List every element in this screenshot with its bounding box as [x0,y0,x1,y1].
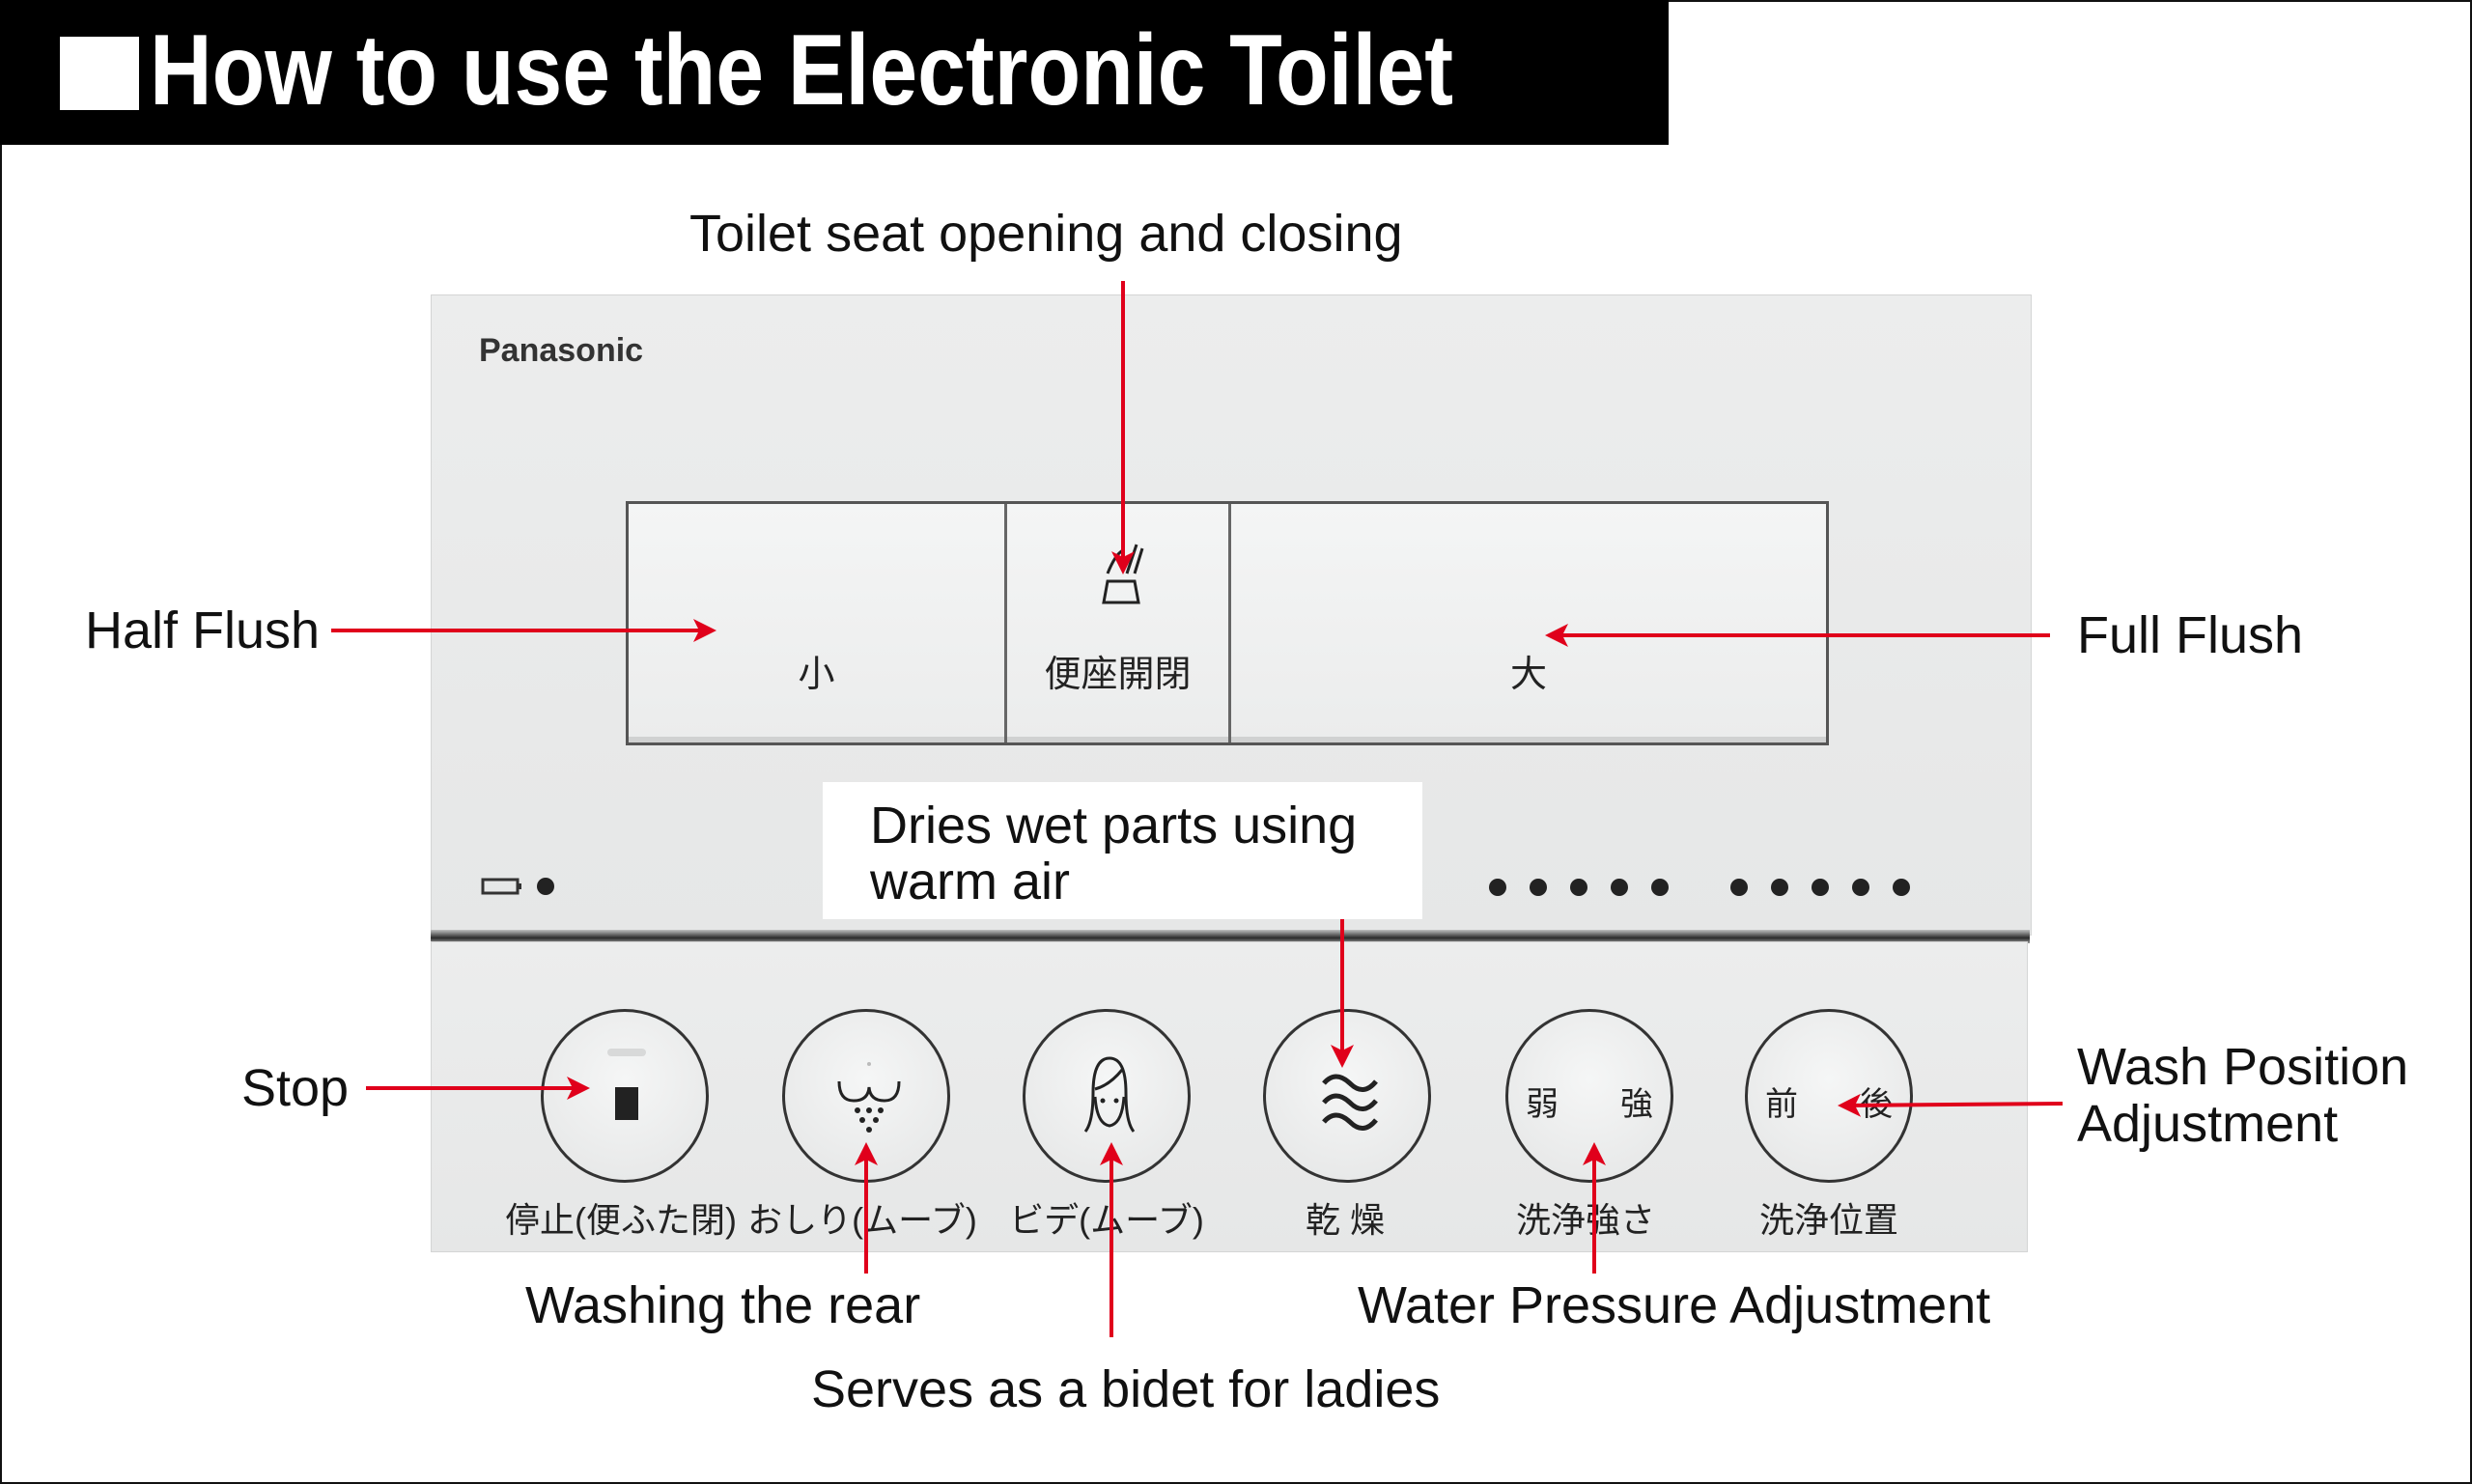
rear-wash-icon [837,1062,901,1133]
washing-rear-annotation: Washing the rear [525,1276,921,1334]
pressure-weak-label: 弱 [1526,1086,1559,1123]
level-dot [1812,879,1829,896]
bidet-button-label: ビデ(ムーブ) [1009,1200,1204,1240]
full-flush-button[interactable]: 大 [1231,504,1826,742]
dry-annotation-box: Dries wet parts using warm air [823,782,1422,919]
seat-annotation: Toilet seat opening and closing [689,205,1403,263]
title-square-icon [60,37,139,110]
full-flush-label: 大 [1509,655,1547,695]
pressure-strong-label: 強 [1620,1086,1653,1123]
bidet-icon [1083,1056,1136,1133]
half-flush-label: 小 [798,655,835,695]
flush-button-group: 小 便座開閉 大 [626,501,1829,745]
wash-position-button-label: 洗浄位置 [1758,1200,1898,1240]
title-bar: How to use the Electronic Toilet [0,0,1669,145]
level-dot [1651,879,1669,896]
bidet-annotation: Serves as a bidet for ladies [811,1360,1441,1418]
level-dot [1893,879,1910,896]
dry-annotation-line2: warm air [870,853,1071,910]
rear-wash-button-label: おしり(ムーブ) [747,1200,977,1240]
wash-position-arrow [1838,1093,2064,1117]
half-flush-annotation: Half Flush [85,602,321,659]
stop-button-label: 停止(便ふた閉) [505,1200,737,1240]
level-dot [1730,879,1748,896]
level-dot [1611,879,1628,896]
brand-logo: Panasonic [479,332,644,369]
page-title: How to use the Electronic Toilet [150,14,1454,126]
level-dot [1771,879,1788,896]
battery-icon [481,878,521,895]
wash-position-annotation-line2: Adjustment [2077,1095,2339,1153]
stop-annotation: Stop [241,1059,350,1117]
position-front-label: 前 [1765,1086,1798,1123]
wash-position-annotation-line1: Wash Position [2077,1038,2409,1096]
dry-button[interactable] [1263,1009,1431,1183]
level-dot [1852,879,1869,896]
level-dot [1489,879,1506,896]
stop-icon [607,1049,646,1120]
dry-wave-icon [1322,1074,1378,1131]
dry-annotation-line1: Dries wet parts using [870,797,1358,854]
seat-open-close-label: 便座開閉 [1044,655,1192,695]
seat-open-close-button[interactable]: 便座開閉 [1007,504,1231,742]
status-indicator-dot [537,878,554,895]
water-pressure-annotation: Water Pressure Adjustment [1358,1276,1991,1334]
level-dot [1570,879,1587,896]
panel-gap [431,930,2030,943]
stop-button[interactable] [541,1009,709,1183]
dry-button-label: 乾 燥 [1305,1200,1385,1240]
water-pressure-button-label: 洗浄強さ [1515,1200,1655,1240]
half-flush-button[interactable]: 小 [629,504,1007,742]
level-dot [1530,879,1547,896]
wash-position-button[interactable]: 前 後 [1745,1009,1913,1183]
full-flush-annotation: Full Flush [2077,606,2304,664]
